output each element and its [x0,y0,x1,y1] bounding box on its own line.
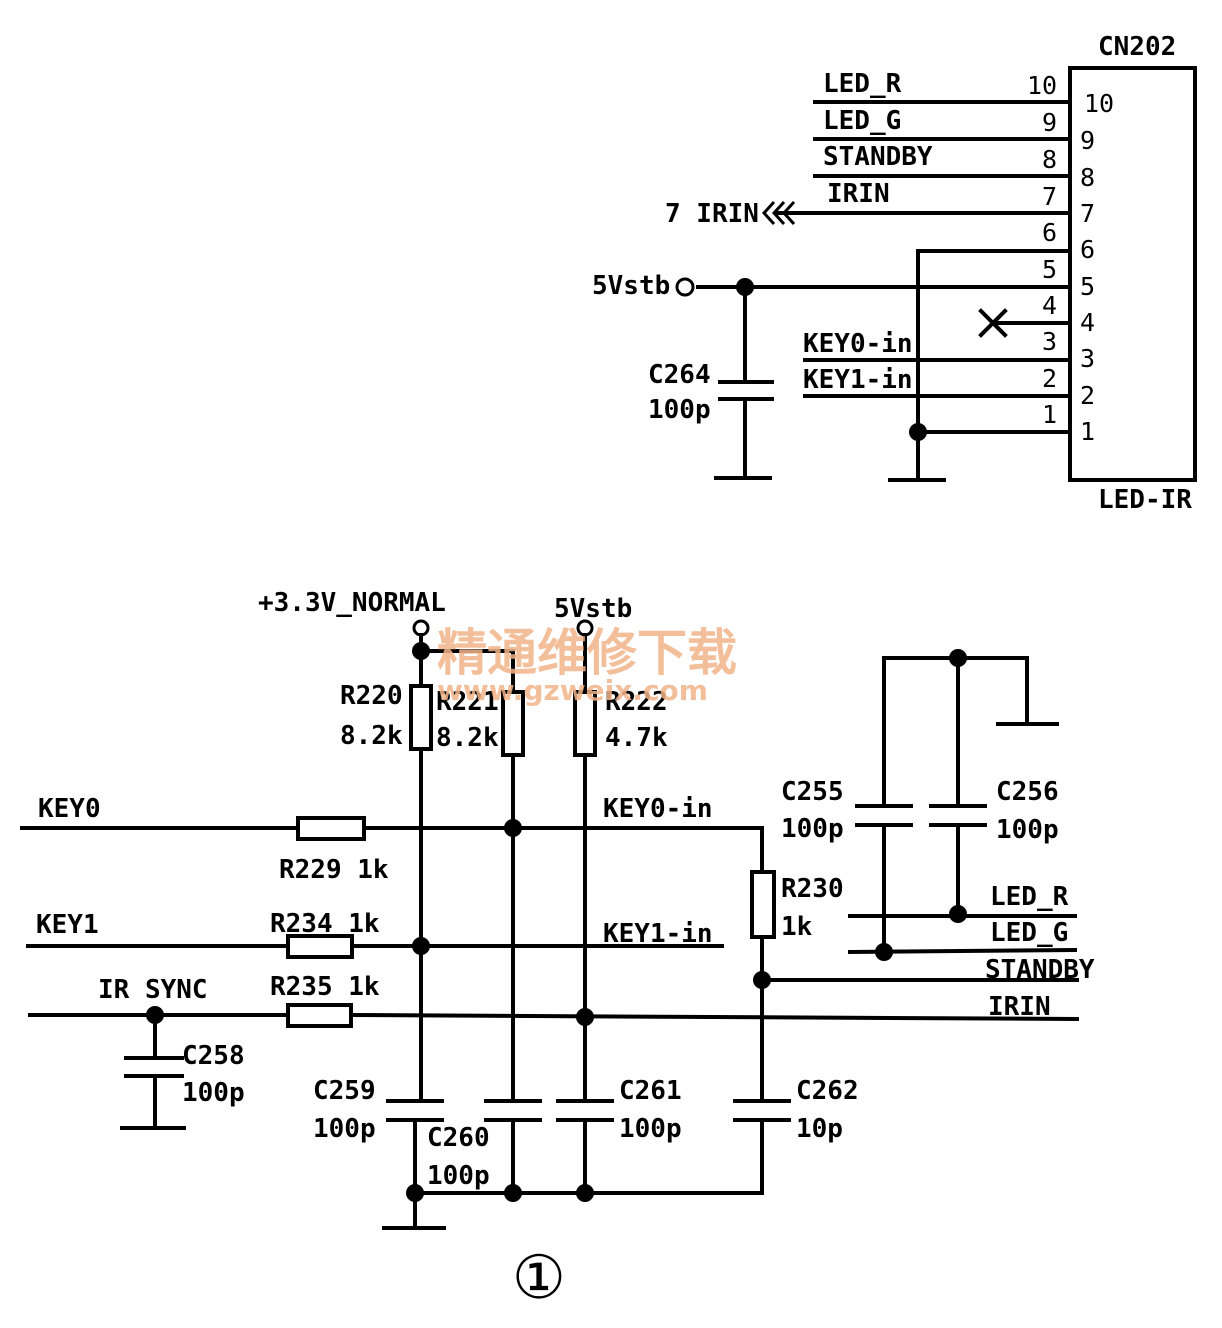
r230-name: R230 [781,874,844,904]
pin-outer-7: 7 [1042,182,1057,211]
c261-value: 100p [619,1114,682,1144]
resistor-r235 [286,1003,353,1028]
net-label-led-g-lower: LED_G [990,918,1068,948]
c255-value: 100p [781,814,844,844]
net-label-5vstb-lower: 5Vstb [554,594,632,624]
net-label-irin-out: 7 IRIN [665,199,759,229]
resistor-r220 [409,684,433,751]
pin-outer-9: 9 [1042,108,1057,137]
net-label-key1-in: KEY1-in [803,365,913,395]
junction-dot [576,1184,594,1202]
c259-name: C259 [313,1076,376,1106]
vcc-terminal-icon [412,619,430,637]
pin-inner-4: 4 [1080,308,1095,337]
cn202-label: CN202 [1098,32,1176,62]
resistor-r234 [286,934,354,959]
net-label-key1: KEY1 [36,910,99,940]
pin-inner-1: 1 [1080,417,1095,446]
irin-arrow-icon [761,200,776,226]
net-label-5vstb: 5Vstb [592,271,670,301]
lower-labels: +3.3V_NORMAL 5Vstb R220 8.2k R221 8.2k R… [36,588,1095,1191]
figure-number: ① [512,1243,566,1313]
c260-name: C260 [427,1123,490,1153]
r220-name: R220 [340,681,403,711]
net-label-standby-lower: STANDBY [985,955,1095,985]
pin-inner-5: 5 [1080,272,1095,301]
r221-name: R221 [436,687,499,717]
r234-label: R234 1k [270,909,380,939]
junction-dot [949,905,967,923]
net-label-led-g: LED_G [823,106,901,136]
c262-value: 10p [796,1114,843,1144]
junction-dot [406,1184,424,1202]
junction-dot [875,943,893,961]
pin-outer-2: 2 [1042,364,1057,393]
net-label-key0-in-lower: KEY0-in [603,794,713,824]
pin-inner-7: 7 [1080,199,1095,228]
pin-outer-3: 3 [1042,327,1057,356]
resistor-r229 [296,816,366,841]
r222-name: R222 [605,687,668,717]
connector-labels: LED_R LED_G STANDBY IRIN 7 IRIN 5Vstb KE… [592,69,933,425]
r230-value: 1k [781,912,813,942]
net-label-key0-in: KEY0-in [803,329,913,359]
c262-name: C262 [796,1076,859,1106]
watermark-text: 精通维修下载 [437,624,737,682]
pin-inner-6: 6 [1080,235,1095,264]
junction-dot [576,1008,594,1026]
watermark: 精通维修下载 www.gzweix.com [437,624,737,707]
c260-value: 100p [427,1161,490,1191]
pin-inner-2: 2 [1080,381,1095,410]
net-label-irin-lower: IRIN [988,992,1051,1022]
pin-outer-5: 5 [1042,255,1057,284]
pin-inner-3: 3 [1080,344,1095,373]
net-label-irin: IRIN [827,179,890,209]
pin-outer-10: 10 [1027,71,1057,100]
c259-value: 100p [313,1114,376,1144]
connector-wires [675,100,1072,482]
watermark-url: www.gzweix.com [437,674,708,707]
r220-value: 8.2k [340,721,403,751]
pin-outer-1: 1 [1042,400,1057,429]
connector-cn202: CN202 LED-IR 10 9 8 7 6 5 4 3 2 1 10 9 8… [1027,32,1197,515]
junction-dot [504,1184,522,1202]
net-label-led-r-lower: LED_R [990,882,1069,912]
r222-value: 4.7k [605,723,668,753]
c258-name: C258 [182,1041,245,1071]
pin-inner-8: 8 [1080,163,1095,192]
net-label-key0: KEY0 [38,794,101,824]
c258-value: 100p [182,1078,245,1108]
c255-name: C255 [781,777,844,807]
cn202-footer: LED-IR [1098,485,1192,515]
c256-name: C256 [996,777,1059,807]
r229-label: R229 1k [279,855,389,885]
vcc-terminal-icon [675,277,695,297]
pin-outer-8: 8 [1042,145,1057,174]
net-label-standby: STANDBY [823,142,933,172]
resistor-r230 [750,870,776,939]
net-label-led-r: LED_R [823,69,902,99]
c261-name: C261 [619,1076,682,1106]
r221-value: 8.2k [436,723,499,753]
junction-dot [412,937,430,955]
c264-name: C264 [648,360,711,390]
pin-outer-4: 4 [1042,291,1057,320]
net-label-ir-sync: IR SYNC [98,975,208,1005]
pin-inner-9: 9 [1080,126,1095,155]
junction-dot [909,423,927,441]
net-label-key1-in-lower: KEY1-in [603,919,713,949]
pin-inner-10: 10 [1084,89,1114,118]
c256-value: 100p [996,815,1059,845]
r235-label: R235 1k [270,972,380,1002]
pin-outer-6: 6 [1042,218,1057,247]
c264-value: 100p [648,395,711,425]
lower-wires [20,619,1080,1230]
junction-dot [504,819,522,837]
net-label-3v3: +3.3V_NORMAL [258,588,446,618]
